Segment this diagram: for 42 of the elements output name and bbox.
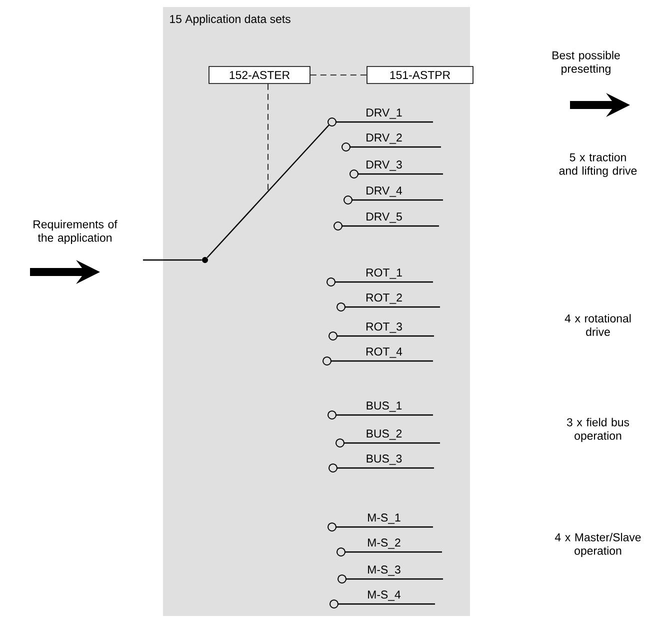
switch-contact: ROT_2 — [336, 294, 440, 312]
node-label: DRV_4 — [366, 186, 402, 197]
node-label: M-S_2 — [368, 538, 400, 549]
node-label: ROT_3 — [366, 322, 402, 333]
switch-contact: ROT_4 — [322, 348, 433, 366]
caption-text: 4 x rotational drive — [564, 314, 631, 336]
node-label: ROT_2 — [366, 294, 402, 304]
switch-contact: DRV_4 — [344, 186, 443, 204]
caption-text: Best possible presetting — [552, 50, 620, 76]
switch-contact: ROT_1 — [326, 268, 433, 286]
node-label: ROT_1 — [366, 268, 402, 279]
switch-contact: BUS_1 — [328, 402, 433, 420]
linkage-line — [310, 74, 367, 76]
node-label: DRV_1 — [366, 108, 402, 119]
caption-text: 5 x traction and lifting drive — [559, 152, 637, 178]
node-label: DRV_5 — [366, 212, 402, 223]
switch-contact: M-S_3 — [338, 566, 443, 584]
switch-contact: M-S_4 — [330, 590, 435, 608]
switch-contact: DRV_1 — [328, 108, 433, 126]
switch-contact: M-S_1 — [328, 514, 433, 532]
node-label: M-S_4 — [368, 590, 401, 601]
switch-contact: DRV_5 — [334, 212, 439, 230]
node-label: DRV_2 — [366, 134, 402, 144]
switch-line — [206, 124, 330, 258]
node-label: DRV_3 — [366, 160, 402, 171]
caption-text: Requirements of the application — [34, 220, 118, 244]
switch-contact: DRV_2 — [342, 134, 441, 152]
node-label: M-S_1 — [368, 514, 400, 524]
switch-contact: M-S_2 — [336, 538, 442, 556]
caption-text: 3 x field bus operation — [566, 418, 630, 442]
node-label: BUS_3 — [366, 454, 402, 465]
switch-contact: BUS_2 — [336, 430, 440, 448]
caption-text: 4 x Master/Slave operation — [554, 532, 641, 558]
switch-contact: DRV_3 — [350, 160, 443, 178]
node-label: ROT_4 — [366, 348, 402, 358]
switch-contact: BUS_3 — [328, 454, 434, 472]
node-label: BUS_2 — [366, 430, 402, 440]
parameter-box: 152-ASTER — [208, 66, 310, 84]
node-label: M-S_3 — [368, 566, 400, 576]
node-label: BUS_1 — [366, 402, 402, 412]
switch-line — [143, 259, 202, 261]
switch-contact: ROT_3 — [328, 322, 434, 340]
